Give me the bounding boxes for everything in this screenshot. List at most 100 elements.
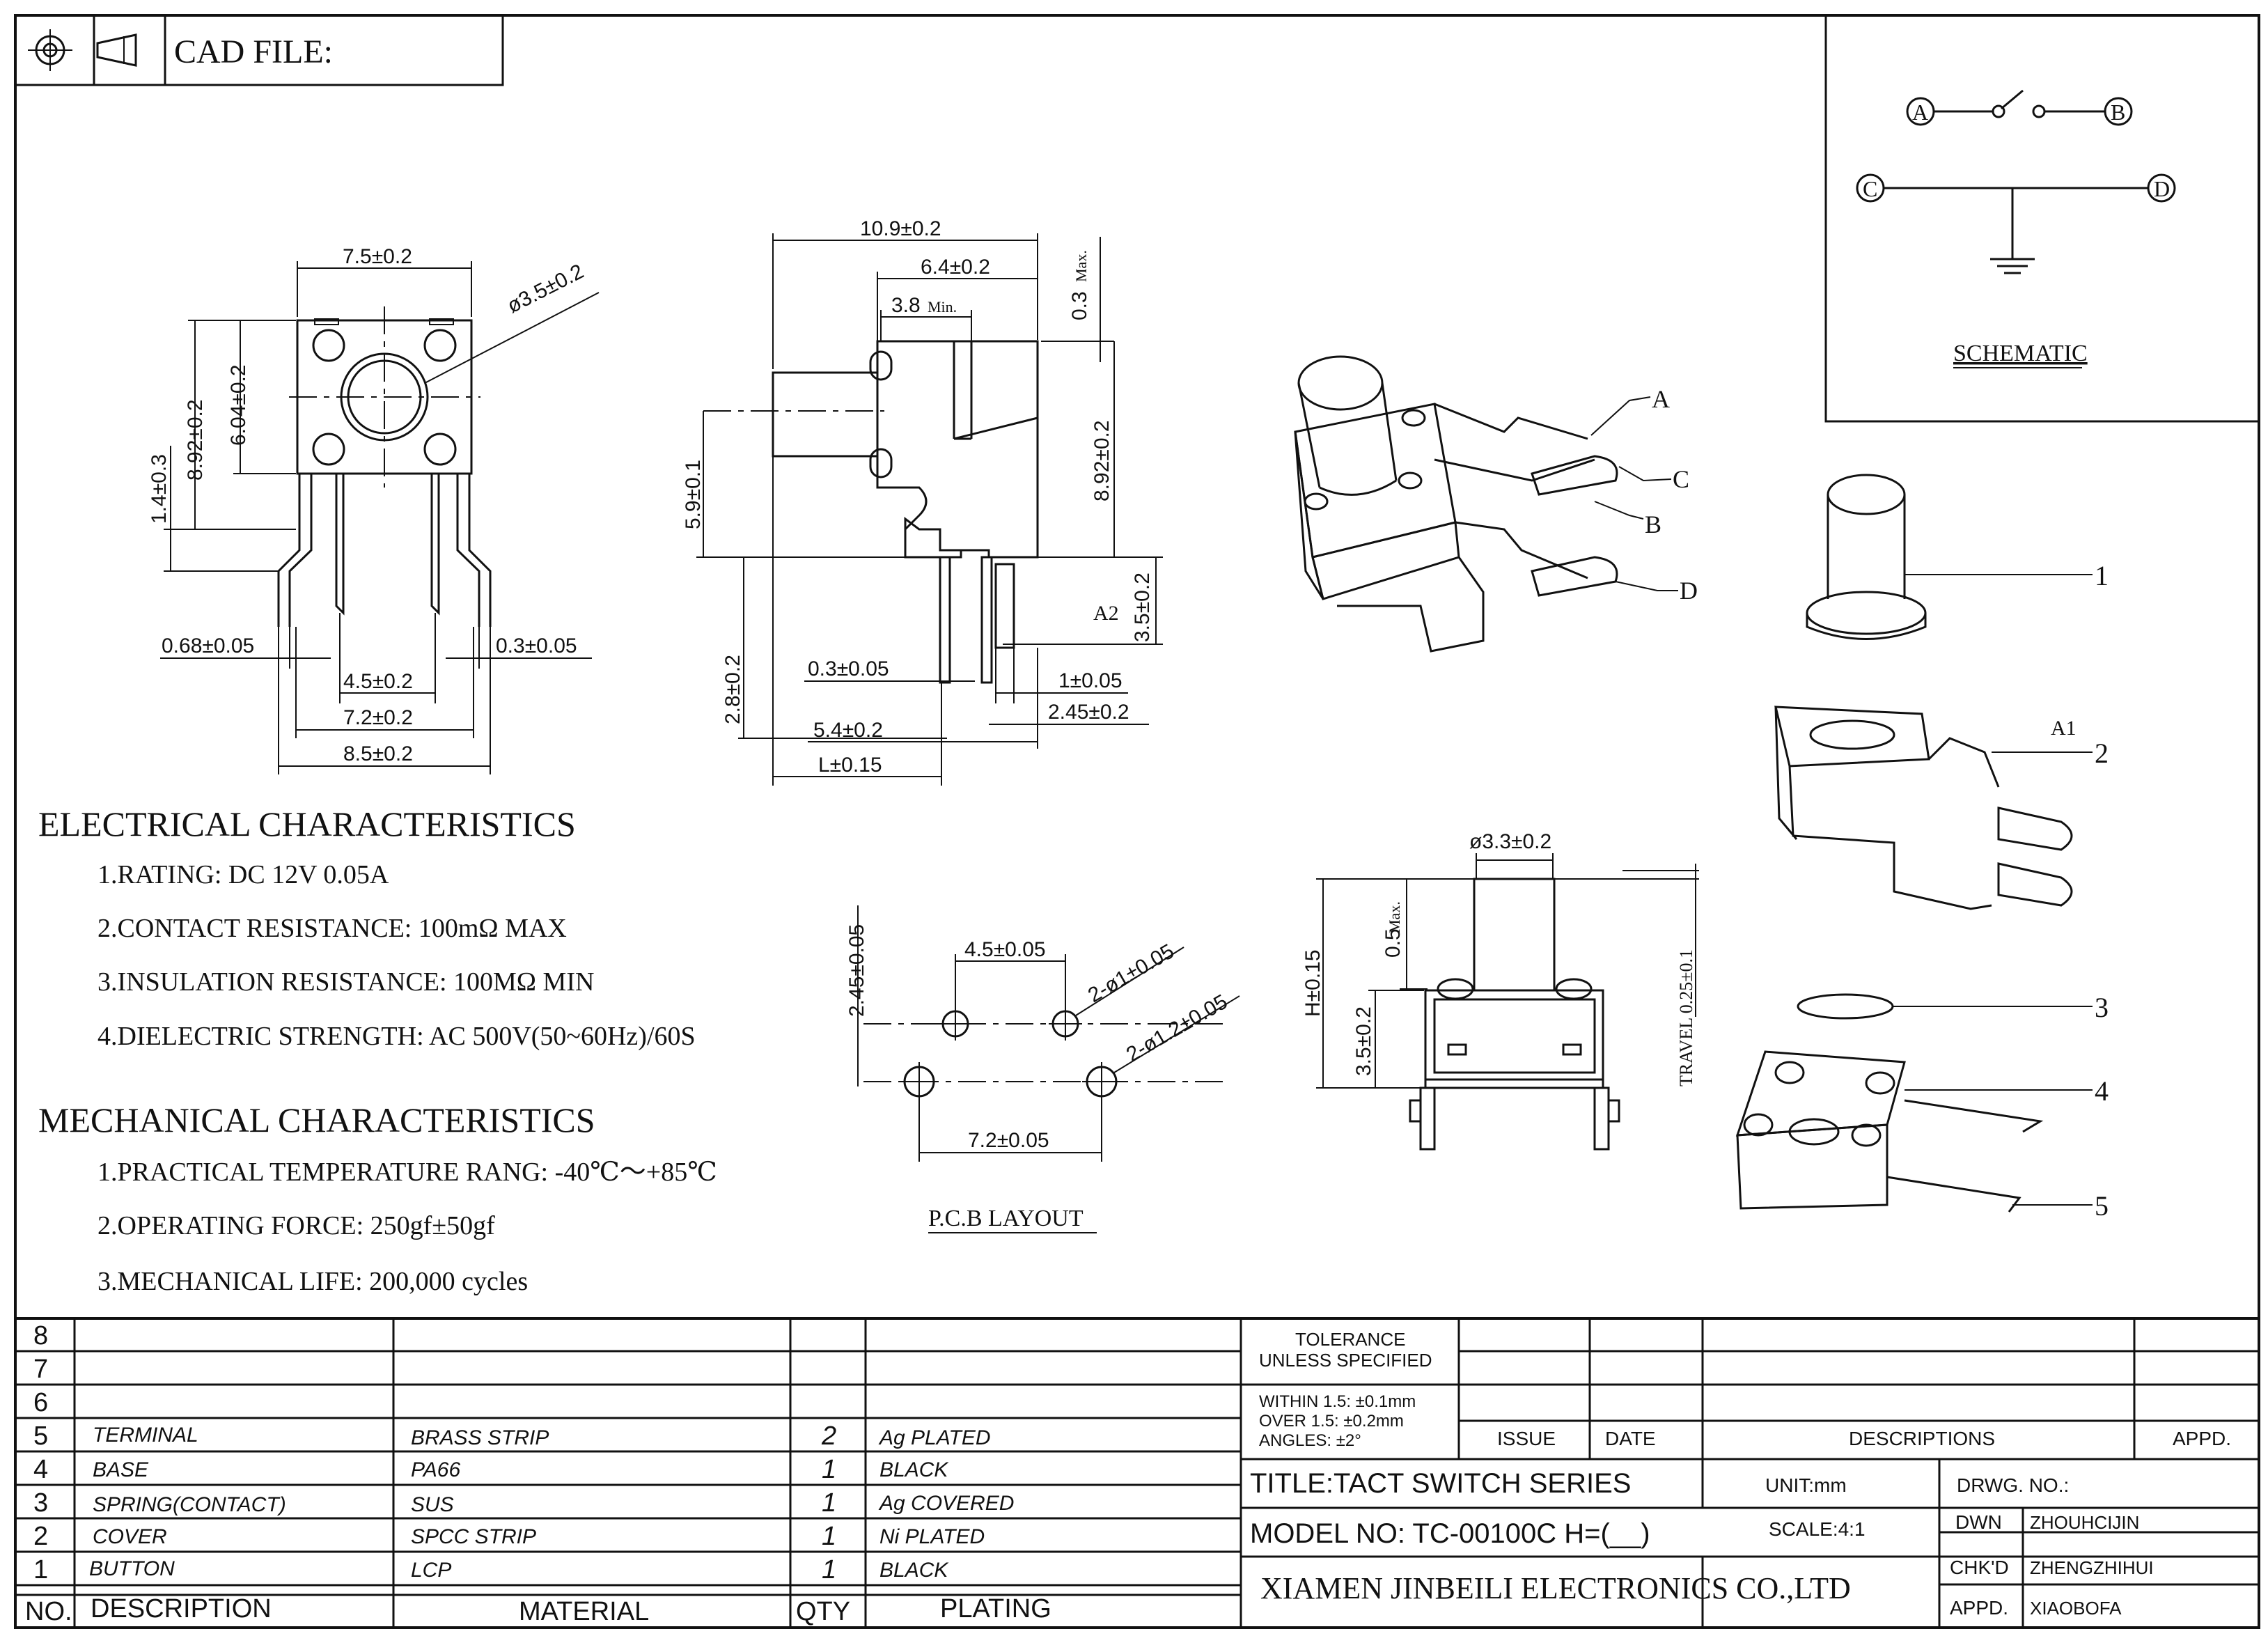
part-label-2: 2 — [2095, 738, 2109, 769]
iso-label-a: A — [1652, 385, 1670, 413]
bom-empty-row-8: 8 — [33, 1321, 48, 1350]
pcb-dim-245: 2.45±0.05 — [845, 924, 868, 1017]
bottom-dim-h015: H±0.15 — [1301, 949, 1324, 1017]
bom-header-desc: DESCRIPTION — [91, 1594, 272, 1623]
bom-header-qty: QTY — [796, 1597, 850, 1626]
part-label-1: 1 — [2095, 560, 2109, 591]
dim-side-w1: 1±0.05 — [1058, 669, 1123, 692]
pcb-hole-large: 2-ø1.2±0.05 — [1123, 990, 1231, 1066]
dim-side-w245: 2.45±0.2 — [1048, 701, 1129, 724]
dim-side-wl: L±0.15 — [818, 754, 882, 777]
mechanical-characteristics: MECHANICAL CHARACTERISTICS 1.PRACTICAL T… — [38, 1100, 717, 1296]
bom-row-3-desc: SPRING(CONTACT) — [93, 1493, 286, 1516]
part-label-4: 4 — [2095, 1075, 2109, 1107]
bom-empty-row-6: 6 — [33, 1388, 48, 1417]
bom-row: 3 SPRING(CONTACT) SUS 1 Ag COVERED — [33, 1488, 1014, 1518]
bom-header-plating: PLATING — [940, 1594, 1051, 1623]
schematic-node-b: B — [2111, 100, 2125, 125]
iso-assembly: A C B D — [1294, 355, 1698, 653]
mechanical-item-2: 2.OPERATING FORCE: 250gf±50gf — [97, 1211, 495, 1240]
bom-row-4-desc: BASE — [93, 1458, 149, 1481]
dim-height-604: 6.04±0.2 — [227, 364, 250, 446]
drawing-title: TITLE:TACT SWITCH SERIES — [1250, 1468, 1631, 1499]
model-no: MODEL NO: TC-00100C H=(__) — [1250, 1518, 1650, 1549]
bottom-dim-travel: TRAVEL 0.25±0.1 — [1676, 949, 1696, 1086]
rev-appd-header: APPD. — [2173, 1428, 2231, 1449]
chkd-label: CHK'D — [1950, 1557, 2009, 1578]
front-view: 7.5±0.2 ø3.5±0.2 8.92±0.2 6.04±0.2 1.4±0… — [148, 245, 600, 774]
iso-label-b: B — [1645, 511, 1661, 538]
pcb-layout-title: P.C.B LAYOUT — [928, 1206, 1084, 1231]
dim-side-w03: 0.3±0.05 — [808, 657, 889, 680]
schematic-node-d: D — [2154, 176, 2170, 201]
part-label-3: 3 — [2095, 992, 2109, 1023]
rev-issue-header: ISSUE — [1497, 1428, 1556, 1449]
dim-pitch-72: 7.2±0.2 — [343, 706, 413, 729]
part-label-a1: A1 — [2051, 717, 2077, 740]
bom-row-2-qty: 1 — [822, 1522, 836, 1551]
bottom-view: ø3.3±0.2 0.5 Max. H±0.15 3.5±0.2 TRAVEL … — [1301, 830, 1699, 1151]
dim-side-28: 2.8±0.2 — [721, 655, 744, 724]
appd-label: APPD. — [1950, 1597, 2008, 1619]
bom-row-1-material: LCP — [411, 1559, 451, 1582]
schematic-node-a: A — [1912, 100, 1928, 125]
tolerance-line-2: UNLESS SPECIFIED — [1259, 1350, 1432, 1371]
header-box: CAD FILE: — [14, 14, 504, 86]
drwg-no-label: DRWG. NO.: — [1957, 1474, 2069, 1496]
bom-row: 5 TERMINAL BRASS STRIP 2 Ag PLATED — [33, 1421, 991, 1451]
dim-side-892: 8.92±0.2 — [1090, 420, 1113, 501]
electrical-item-2: 2.CONTACT RESISTANCE: 100mΩ MAX — [97, 914, 567, 943]
bom-row-2-plating: Ni PLATED — [879, 1525, 985, 1548]
dim-side-a2: A2 — [1093, 602, 1119, 625]
bom-row-3-plating: Ag COVERED — [878, 1492, 1014, 1515]
bom-header-no: NO. — [25, 1597, 72, 1626]
bom-row-5-plating: Ag PLATED — [878, 1426, 991, 1449]
dim-side-35: 3.5±0.2 — [1131, 572, 1154, 642]
cad-file-label: CAD FILE: — [174, 33, 333, 70]
dim-plunger-dia: ø3.5±0.2 — [503, 260, 587, 318]
dim-pitch-85: 8.5±0.2 — [343, 742, 413, 765]
dim-side-h03: 0.3 — [1068, 291, 1091, 320]
mechanical-title: MECHANICAL CHARACTERISTICS — [38, 1100, 595, 1139]
bom-row-3-material: SUS — [411, 1493, 454, 1516]
dim-lead-14: 1.4±0.3 — [148, 454, 171, 524]
mechanical-item-3: 3.MECHANICAL LIFE: 200,000 cycles — [97, 1267, 528, 1296]
bom-row-4-material: PA66 — [411, 1458, 460, 1481]
tolerance-within: WITHIN 1.5: ±0.1mm — [1259, 1392, 1416, 1411]
bom-row-1-plating: BLACK — [879, 1559, 949, 1582]
dim-lead-03: 0.3±0.05 — [496, 634, 577, 657]
pcb-layout: 2.45±0.05 4.5±0.05 2-ø1±0.05 2-ø1.2±0.05… — [845, 905, 1240, 1233]
dim-width-top: 7.5±0.2 — [343, 245, 412, 268]
tolerance-angles: ANGLES: ±2° — [1259, 1431, 1361, 1450]
part-views: 1 A1 2 3 4 5 — [1735, 474, 2109, 1222]
company-name: XIAMEN JINBEILI ELECTRONICS CO.,LTD — [1260, 1571, 1851, 1605]
scale-label: SCALE:4:1 — [1769, 1518, 1866, 1540]
bom-row-1-desc: BUTTON — [89, 1557, 175, 1580]
bom-row-3-qty: 1 — [822, 1488, 836, 1518]
side-view: 10.9±0.2 6.4±0.2 3.8 Min. 0.3 Max. 5.9±0… — [682, 217, 1163, 786]
dim-side-min-label: Min. — [928, 298, 957, 315]
unit-label: UNIT:mm — [1765, 1474, 1847, 1496]
iso-label-d: D — [1680, 577, 1698, 605]
bom-row-1-qty: 1 — [822, 1555, 836, 1584]
electrical-item-1: 1.RATING: DC 12V 0.05A — [97, 860, 389, 889]
pcb-dim-45: 4.5±0.05 — [964, 938, 1046, 961]
bom-header-material: MATERIAL — [519, 1597, 649, 1626]
bom-row: 4 BASE PA66 1 BLACK — [33, 1455, 949, 1484]
chkd-value: ZHENGZHIHUI — [2030, 1557, 2154, 1578]
bom-empty-row-7: 7 — [33, 1355, 48, 1384]
electrical-title: ELECTRICAL CHARACTERISTICS — [38, 804, 576, 843]
bom-row-5-desc: TERMINAL — [93, 1424, 198, 1447]
dim-side-109: 10.9±0.2 — [860, 217, 941, 240]
dim-side-w54: 5.4±0.2 — [813, 719, 883, 742]
outer-border — [14, 14, 2260, 1629]
bom-row: 1 BUTTON LCP 1 BLACK — [33, 1555, 949, 1584]
electrical-item-3: 3.INSULATION RESISTANCE: 100MΩ MIN — [97, 967, 594, 997]
bottom-dim-05: 0.5 — [1382, 928, 1405, 958]
pcb-dim-72: 7.2±0.05 — [968, 1129, 1049, 1152]
electrical-item-4: 4.DIELECTRIC STRENGTH: AC 500V(50~60Hz)/… — [97, 1022, 696, 1051]
pcb-hole-small: 2-ø1±0.05 — [1084, 940, 1178, 1007]
bom-row-4-no: 4 — [33, 1455, 48, 1484]
dim-side-59: 5.9±0.1 — [682, 460, 705, 529]
